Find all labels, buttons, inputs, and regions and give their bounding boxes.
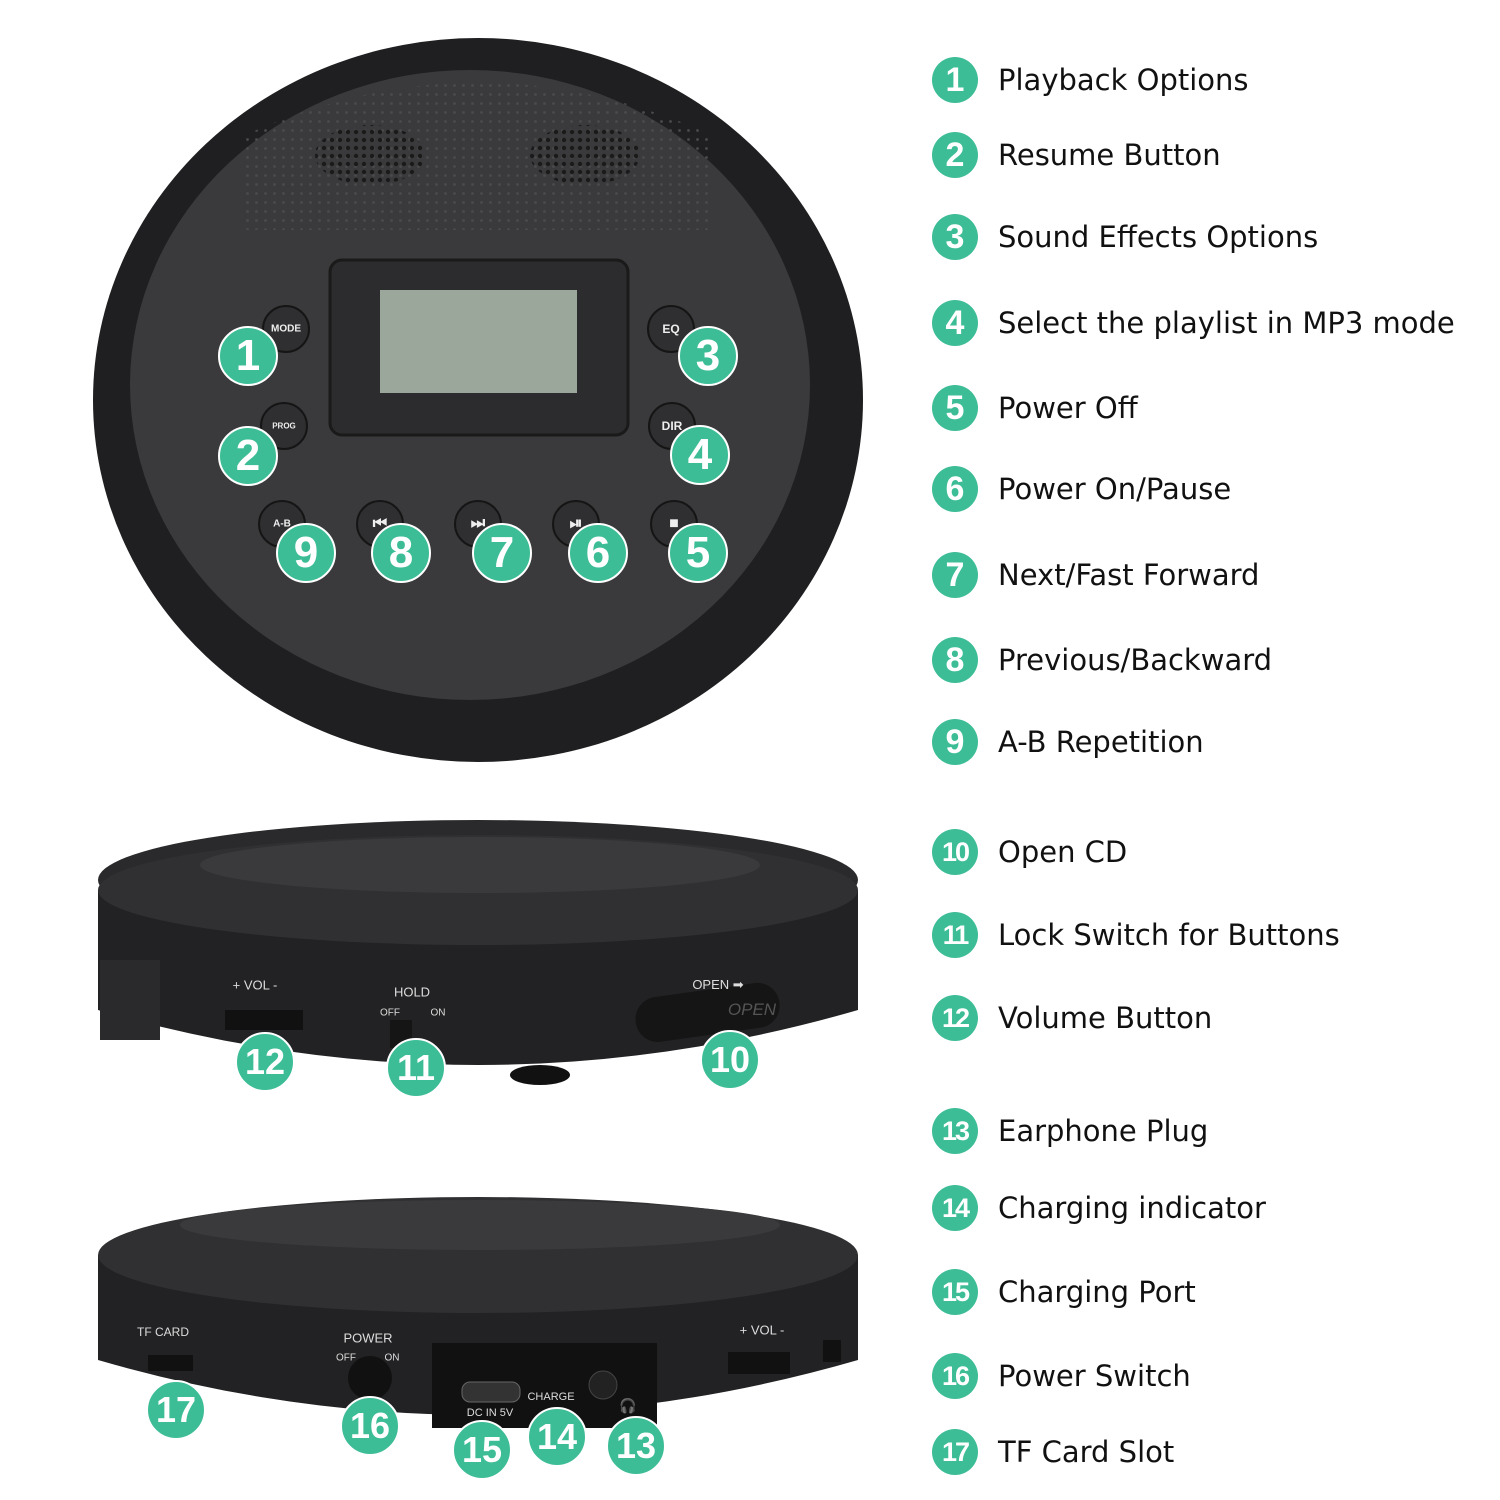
legend-item: 12 Volume Button [932,993,1212,1043]
callout-badge: 10 [700,1030,760,1090]
legend-badge: 14 [932,1185,978,1231]
legend-badge: 11 [932,912,978,958]
legend-badge: 8 [932,637,978,683]
legend-badge: 5 [932,385,978,431]
legend-label: Resume Button [998,138,1221,172]
legend-label: Previous/Backward [998,643,1273,677]
legend-badge: 16 [932,1353,978,1399]
callout-badge: 8 [371,523,431,583]
legend-label: Volume Button [998,1001,1213,1035]
legend-item: 2 Resume Button [932,130,1221,180]
legend-label: Charging indicator [998,1191,1266,1225]
callout-badge: 2 [218,426,278,486]
callout-badge: 13 [606,1416,666,1476]
callout-badge: 3 [678,326,738,386]
ab-button[interactable]: A-B [273,518,291,530]
callout-badge: 7 [472,523,532,583]
legend-label: Playback Options [998,63,1249,97]
callout-badge: 4 [670,425,730,485]
legend-label: Earphone Plug [998,1114,1209,1148]
play-pause-icon[interactable]: ⏯ [569,515,583,532]
legend-label: Power On/Pause [998,472,1232,506]
callout-badge: 11 [386,1038,446,1098]
callout-badge: 17 [146,1380,206,1440]
legend-badge: 10 [932,829,978,875]
vol-label: + VOL - [232,977,278,993]
callout-badge: 9 [276,523,336,583]
legend-badge: 2 [932,132,978,178]
legend-item: 9 A-B Repetition [932,717,1204,767]
stop-icon[interactable]: ■ [669,515,679,532]
next-icon[interactable]: ⏭ [470,515,486,532]
open-arrow-label: OPEN ➡ [692,977,744,992]
side-view-back [98,1197,858,1428]
legend-badge: 12 [932,995,978,1041]
legend-label: Sound Effects Options [998,220,1319,254]
legend-item: 6 Power On/Pause [932,464,1231,514]
callout-badge: 6 [568,523,628,583]
legend-item: 16 Power Switch [932,1351,1191,1401]
device-illustrations [93,38,863,1428]
side-view-front [98,820,858,1085]
dc-in-label: DC IN 5V [466,1407,514,1419]
speaker-right [530,125,640,185]
dir-button[interactable]: DIR [661,419,683,433]
callout-badge: 1 [218,326,278,386]
legend-item: 8 Previous/Backward [932,635,1272,685]
prog-button[interactable]: PROG [272,421,296,431]
legend-badge: 3 [932,214,978,260]
legend-badge: 15 [932,1269,978,1315]
headphone-icon: 🎧 [619,1397,637,1414]
legend-item: 4 Select the playlist in MP3 mode [932,298,1455,348]
legend-item: 7 Next/Fast Forward [932,550,1259,600]
charge-label: CHARGE [527,1391,575,1403]
legend-item: 1 Playback Options [932,55,1249,105]
legend-badge: 13 [932,1108,978,1154]
legend-item: 15 Charging Port [932,1267,1196,1317]
legend-label: Power Off [998,391,1138,425]
hold-off-label: OFF [380,1007,400,1019]
callout-badge: 15 [452,1420,512,1480]
speaker-left [315,125,425,185]
mode-button[interactable]: MODE [271,323,301,335]
callout-badge: 14 [527,1407,587,1467]
open-slider[interactable]: OPEN [727,1000,777,1019]
power-off-label: OFF [336,1352,356,1364]
legend-label: Power Switch [998,1359,1191,1393]
legend-item: 13 Earphone Plug [932,1106,1208,1156]
eq-button[interactable]: EQ [662,322,680,336]
legend-label: Select the playlist in MP3 mode [998,306,1455,340]
power-label: POWER [343,1330,393,1346]
legend-label: A-B Repetition [998,725,1204,759]
legend-label: Open CD [998,835,1128,869]
power-on-label: ON [384,1352,400,1364]
hold-on-label: ON [430,1007,446,1019]
callout-badge: 5 [668,523,728,583]
legend-label: Lock Switch for Buttons [998,918,1340,952]
legend-badge: 17 [932,1429,978,1475]
legend-item: 11 Lock Switch for Buttons [932,910,1340,960]
legend-badge: 7 [932,552,978,598]
legend-badge: 1 [932,57,978,103]
vol-label-back: + VOL - [739,1322,785,1338]
legend-item: 5 Power Off [932,383,1138,433]
legend-label: Charging Port [998,1275,1196,1309]
callout-badge: 16 [340,1396,400,1456]
callout-badge: 12 [235,1032,295,1092]
legend-label: TF Card Slot [998,1435,1175,1469]
legend-item: 10 Open CD [932,827,1127,877]
legend-badge: 6 [932,466,978,512]
top-view [93,38,863,762]
tf-card-label: TF CARD [137,1325,189,1339]
legend-item: 14 Charging indicator [932,1183,1266,1233]
legend-item: 3 Sound Effects Options [932,212,1318,262]
legend-label: Next/Fast Forward [998,558,1260,592]
lcd-screen [380,290,577,393]
legend-badge: 4 [932,300,978,346]
legend-item: 17 TF Card Slot [932,1427,1174,1477]
hold-label: HOLD [393,984,431,1000]
legend-badge: 9 [932,719,978,765]
